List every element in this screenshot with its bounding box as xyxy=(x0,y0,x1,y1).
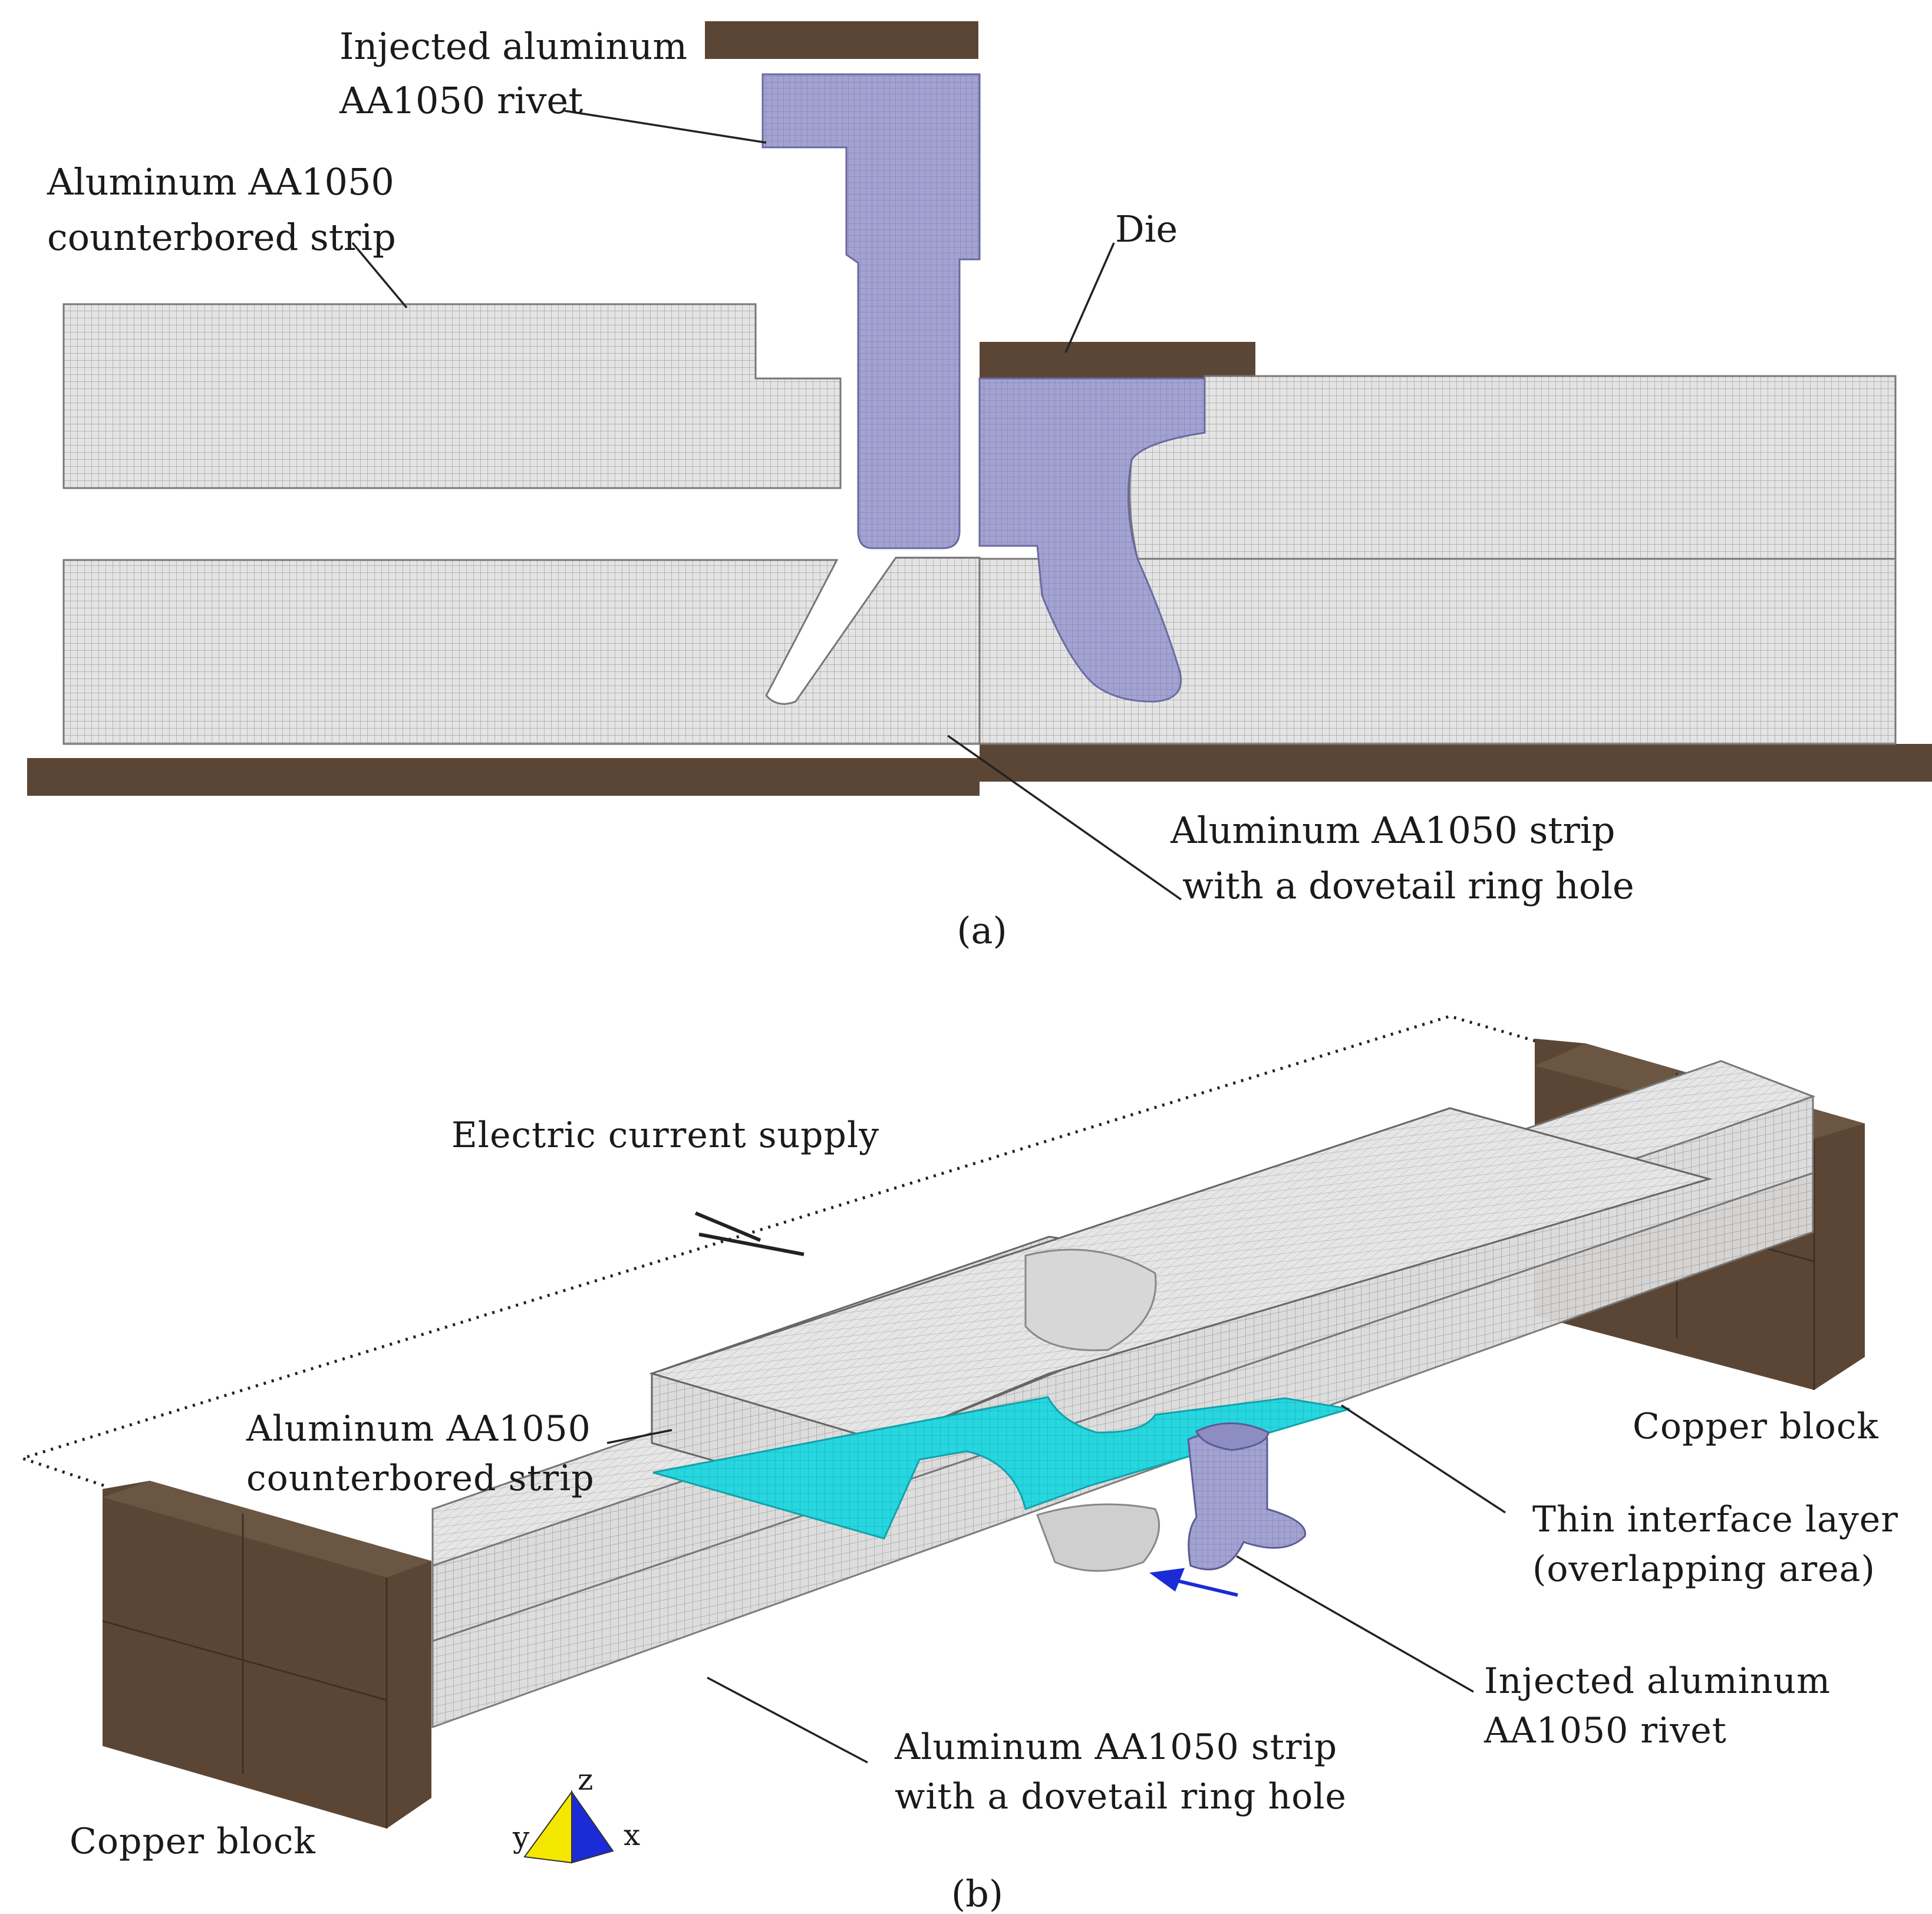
panel-a: Injected aluminum AA1050 rivet Aluminum … xyxy=(27,21,1932,952)
rivet-3d xyxy=(1187,1422,1306,1570)
label-rivet-a-line1: Injected aluminum xyxy=(339,25,687,68)
axis-label-x: x xyxy=(624,1818,640,1852)
label-interface-line2: (overlapping area) xyxy=(1532,1549,1875,1590)
label-counterbored-a-line1: Aluminum AA1050 xyxy=(47,160,394,203)
counterbored-strip-mesh-left xyxy=(62,303,842,489)
label-dovetail-a-line2: with a dovetail ring hole xyxy=(1182,864,1634,907)
leader-rivet-b xyxy=(1236,1555,1474,1693)
axis-triad-icon: z y x xyxy=(512,1763,640,1864)
copper-block-left xyxy=(102,1481,431,1829)
axis-label-y: y xyxy=(512,1820,530,1854)
label-rivet-b-line1: Injected aluminum xyxy=(1484,1661,1831,1702)
label-die: Die xyxy=(1115,207,1178,251)
bottom-copper-plate-left xyxy=(27,758,980,796)
leader-dovetail-b xyxy=(707,1676,868,1764)
caption-b: (b) xyxy=(951,1872,1003,1914)
leader-dovetail-a xyxy=(947,734,1182,901)
counterbored-strip-3d xyxy=(648,1107,1713,1510)
top-copper-plate xyxy=(705,21,978,59)
label-counterbored-b-line1: Aluminum AA1050 xyxy=(246,1408,591,1449)
dovetail-strip-mesh-right xyxy=(978,558,1897,745)
break-mark xyxy=(694,1211,805,1256)
label-rivet-a-line2: AA1050 rivet xyxy=(339,79,583,122)
dovetail-hole-3d xyxy=(1036,1503,1160,1572)
label-dovetail-b-line2: with a dovetail ring hole xyxy=(895,1776,1347,1817)
leader-interface-b xyxy=(1341,1404,1506,1514)
label-supply: Electric current supply xyxy=(451,1115,879,1156)
die-plate xyxy=(980,342,1255,378)
label-copper-right: Copper block xyxy=(1633,1406,1879,1447)
dovetail-hole xyxy=(776,560,878,697)
label-counterbored-b-line2: counterbored strip xyxy=(246,1458,595,1499)
label-interface-line1: Thin interface layer xyxy=(1532,1499,1898,1540)
leader-rivet-a xyxy=(564,110,767,144)
blue-arrow-head xyxy=(1149,1568,1185,1592)
label-copper-left: Copper block xyxy=(70,1821,316,1862)
leader-die-a xyxy=(1064,242,1115,353)
blue-arrow xyxy=(1172,1578,1238,1597)
label-dovetail-a-line1: Aluminum AA1050 strip xyxy=(1170,809,1615,852)
counterbored-strip-mesh-right xyxy=(1129,375,1897,560)
panel-b: Electric current supply Aluminum AA1050 … xyxy=(17,1014,1898,1914)
leader-counterbored-b xyxy=(606,1429,672,1444)
caption-a: (a) xyxy=(957,909,1007,952)
rivet-joined-mesh xyxy=(978,377,1206,703)
interface-layer xyxy=(652,1396,1350,1540)
label-rivet-b-line2: AA1050 rivet xyxy=(1483,1710,1727,1751)
axis-label-z: z xyxy=(578,1763,593,1797)
leader-counterbored-a xyxy=(351,242,408,309)
label-counterbored-a-line2: counterbored strip xyxy=(47,216,396,259)
current-supply-wire xyxy=(17,1014,1557,1487)
bottom-copper-plate-right xyxy=(980,744,1932,782)
label-dovetail-b-line1: Aluminum AA1050 strip xyxy=(894,1727,1337,1768)
rivet-unjoined-mesh xyxy=(761,73,981,549)
